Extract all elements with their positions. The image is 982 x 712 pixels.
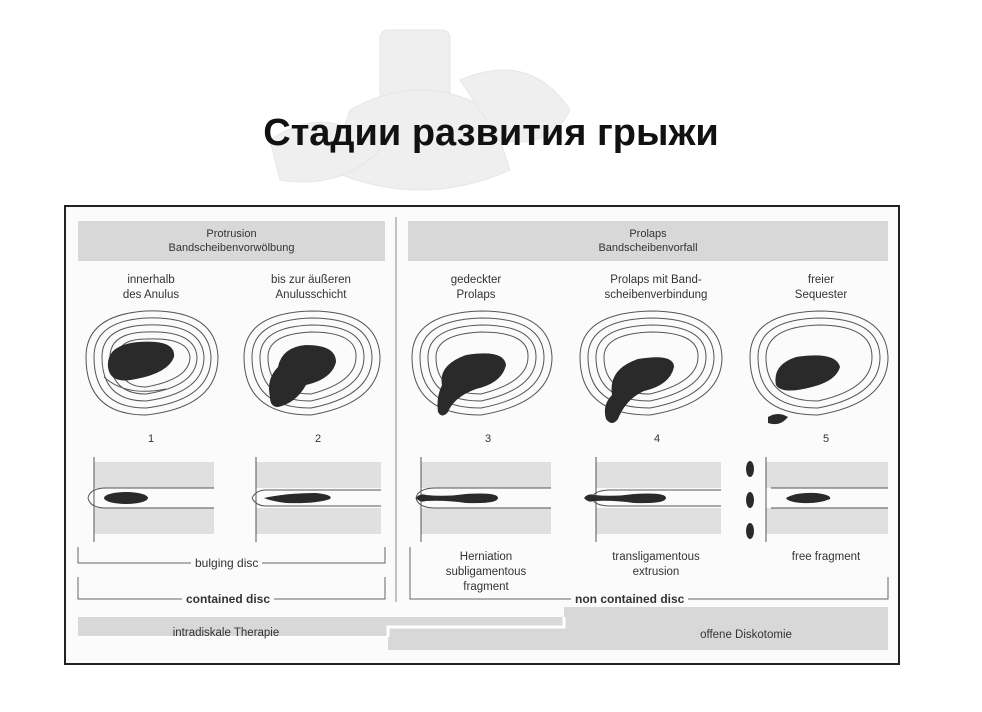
prolaps-header: Prolaps Bandscheibenvorfall — [408, 221, 888, 261]
stage-5-fragment — [768, 414, 788, 425]
stage-1-nucleus — [107, 341, 175, 381]
stage-3-number: 3 — [484, 433, 492, 445]
stage-5-nucleus — [775, 355, 840, 391]
herniation-label: Herniation subligamentous fragment — [426, 550, 546, 595]
protrusion-header: Protrusion Bandscheibenvorwölbung — [78, 221, 385, 261]
stage-5-number: 5 — [822, 433, 830, 445]
stage-4-label-line1: Prolaps mit Band- — [610, 274, 702, 286]
side-views — [87, 457, 888, 542]
non-contained-disc-label: non contained disc — [571, 592, 689, 606]
stage-2-nucleus — [269, 345, 336, 407]
protrusion-title: Protrusion — [206, 228, 257, 240]
bulging-disc-label: bulging disc — [191, 556, 263, 570]
stage-2-label-line2: Anulusschicht — [275, 289, 347, 301]
page-title: Стадии развития грыжи — [263, 112, 719, 154]
stage-3-label-line1: gedeckter — [450, 274, 502, 286]
herniation-line3: fragment — [463, 581, 509, 593]
stage-4-label-line2: scheibenverbindung — [604, 289, 708, 301]
stage-1-label-line1: innerhalb — [127, 274, 175, 286]
transligamentous-line1: transligamentous — [612, 551, 700, 563]
diagram-frame: Protrusion Bandscheibenvorwölbung Prolap… — [64, 205, 900, 665]
prolaps-title: Prolaps — [629, 228, 667, 240]
stage-1-disc-top-view — [85, 310, 219, 416]
stage-2-label-line1: bis zur äußeren — [271, 274, 351, 286]
contained-disc-label: contained disc — [182, 592, 275, 606]
stage-3-nucleus — [437, 353, 506, 416]
stage-3-label: gedeckter Prolaps — [421, 273, 531, 303]
stage-3-label-line2: Prolaps — [456, 289, 496, 301]
transligamentous-line2: extrusion — [632, 566, 680, 578]
stage-2-label: bis zur äußeren Anulusschicht — [246, 273, 376, 303]
therapy-right-label: offene Diskotomie — [700, 629, 792, 641]
protrusion-subtitle: Bandscheibenvorwölbung — [168, 242, 295, 254]
stage-5-label-line2: Sequester — [794, 289, 848, 301]
transligamentous-label: transligamentous extrusion — [596, 550, 716, 580]
side-view-nuclei — [104, 461, 831, 539]
stage-5-label-line1: freier — [807, 274, 835, 286]
stage-5-disc-top-view — [749, 310, 889, 416]
background-vertebra-graphic — [269, 29, 571, 191]
disc-drawings — [77, 217, 889, 650]
stage-4-number: 4 — [653, 433, 661, 445]
herniation-line2: subligamentous — [445, 566, 527, 578]
stage-4-label: Prolaps mit Band- scheibenverbindung — [581, 273, 731, 303]
herniation-line1: Herniation — [459, 551, 513, 563]
stage-1-label-line2: des Anulus — [122, 289, 180, 301]
stage-5-label: freier Sequester — [766, 273, 876, 303]
stage-1-label: innerhalb des Anulus — [91, 273, 211, 303]
free-fragment-label: free fragment — [791, 551, 861, 563]
stage-4-nucleus — [604, 357, 674, 423]
therapy-left-label: intradiskale Therapie — [172, 627, 280, 639]
stage-2-number: 2 — [314, 433, 322, 445]
prolaps-subtitle: Bandscheibenvorfall — [598, 242, 698, 254]
stage-1-number: 1 — [147, 433, 155, 445]
